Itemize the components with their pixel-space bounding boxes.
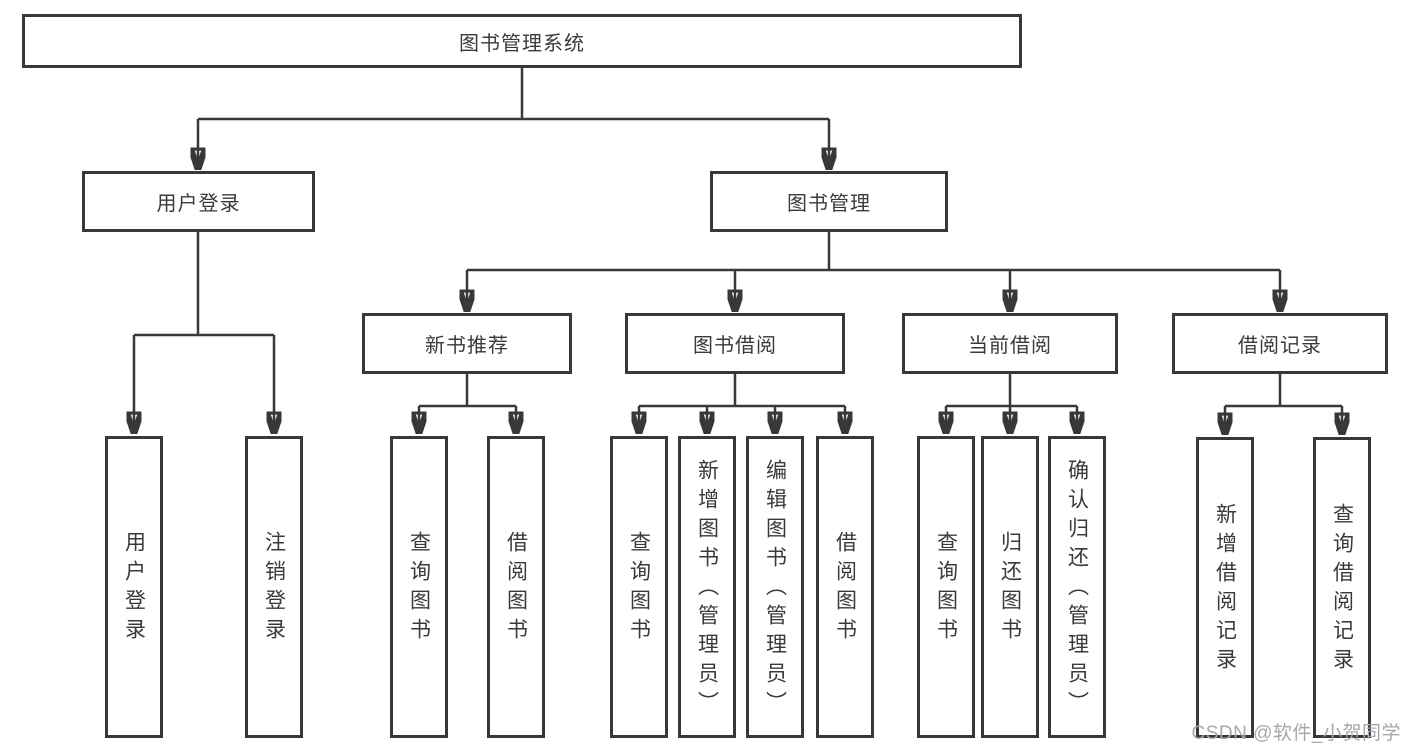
- leaf-query-books-current: 查询图书: [917, 436, 975, 738]
- leaf-logout: 注销登录: [245, 436, 303, 738]
- node-book-management: 图书管理: [710, 171, 948, 232]
- node-book-borrow: 图书借阅: [625, 313, 845, 374]
- node-current-borrow: 当前借阅: [902, 313, 1118, 374]
- leaf-query-books-borrow: 查询图书: [610, 436, 668, 738]
- leaf-edit-book-admin: 编辑图书（管理员）: [746, 436, 804, 738]
- leaf-add-book-admin: 新增图书（管理员）: [678, 436, 736, 738]
- leaf-borrow-books: 借阅图书: [816, 436, 874, 738]
- node-new-book-recommend: 新书推荐: [362, 313, 572, 374]
- node-root: 图书管理系统: [22, 14, 1022, 68]
- leaf-confirm-return-admin: 确认归还（管理员）: [1048, 436, 1106, 738]
- leaf-query-borrow-record: 查询借阅记录: [1313, 437, 1371, 738]
- leaf-return-books: 归还图书: [981, 436, 1039, 738]
- leaf-borrow-books-recommend: 借阅图书: [487, 436, 545, 738]
- leaf-query-books-recommend: 查询图书: [390, 436, 448, 738]
- node-borrow-records: 借阅记录: [1172, 313, 1388, 374]
- leaf-add-borrow-record: 新增借阅记录: [1196, 437, 1254, 738]
- node-user-login: 用户登录: [82, 171, 315, 232]
- watermark: CSDN @软件_小贺同学: [1191, 723, 1401, 744]
- leaf-user-login: 用户登录: [105, 436, 163, 738]
